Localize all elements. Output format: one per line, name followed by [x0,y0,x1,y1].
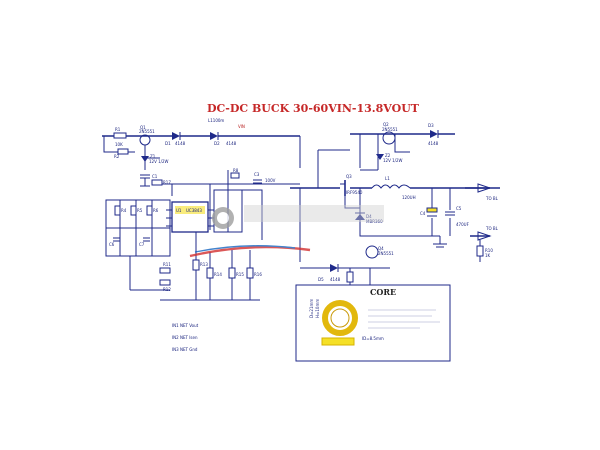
q1-label: Q1 [140,125,146,130]
d4-value: MBR360 [366,219,383,224]
input-section: R1 10K Q1 2N5551 D1 4148 D2 4148 L1100m … [102,118,301,230]
r6-label: R6 [153,208,159,213]
r12-label: R12 [163,287,171,292]
d4-label: D4 [366,214,372,219]
q1-value: 2N5551 [139,129,155,134]
l1-label: L1 [385,176,390,181]
note-2: IN2 NET Isen [172,335,198,340]
q2-label: Q2 [383,122,389,127]
z1-label: Z1 [150,154,156,159]
d1-label: D1 [165,141,171,146]
c7-label: C7 [139,242,145,247]
d1-value: 4148 [175,141,186,146]
output-2-label: TO BL [485,226,499,231]
r10-value: 1K [485,253,491,258]
r13-label: R13 [200,262,208,267]
diagram-title: DC-DC BUCK 30-60VIN-13.8VOUT [207,102,420,115]
d5-value: 4148 [330,277,341,282]
r8-label: R8 [233,168,239,173]
u1-label: U1 [176,208,182,213]
r11-label: R11 [163,262,171,267]
core-dim-h: H=10mm [315,299,320,318]
d3-label: D3 [428,123,434,128]
r14-label: R14 [214,272,222,277]
r17-label: R17 [163,180,171,185]
core-detail: CORE D=21mm H=10mm ID=8.5mm [295,284,451,362]
q3-label: Q3 [346,174,352,179]
r2-label: R2 [114,154,120,159]
elecfans-watermark [189,205,384,258]
core-title: CORE [370,287,396,297]
q2-value: 2N5551 [382,127,398,132]
note-1: IN1 NET Vout [172,323,199,328]
c4-label: C4 [420,211,426,216]
c1-label: C1 [152,174,158,179]
core-dim-d: D=21mm [309,299,314,318]
z2-label: Z2 [385,153,391,158]
core-dim-id: ID=8.5mm [362,336,384,341]
q3-value: IRF9540 [346,190,363,195]
r10-label: R10 [485,248,493,253]
r4-label: R4 [121,208,127,213]
d2-value: 4148 [226,141,237,146]
r5-label: R5 [137,208,143,213]
l1100-label: L1100m [208,118,224,123]
z1-value: 12V 1/2W [149,159,169,164]
output-1-label: TO BL [485,196,499,201]
c3-value: 100V [265,178,276,183]
controller-section: R4 R5 R6 C6 C7 U1 UC3843 R8 C3 100V R13 … [105,168,276,352]
d5-label: D5 [318,277,324,282]
q4-value: 2N5551 [378,251,394,256]
c3-label: C3 [254,172,260,177]
vin-label: VIN [238,124,245,129]
power-stage: Q2 2N5551 D3 4148 Z2 12V 1/2W Q3 IRF9540… [290,122,500,290]
c5-label: C5 [456,206,462,211]
u1-value: UC3843 [186,208,202,213]
c5-value: 470UF [456,222,470,227]
l1-value: 120UH [402,195,416,200]
c6-label: C6 [109,242,115,247]
note-3: IN3 NET Gnd [172,347,198,352]
d3-value: 4148 [428,141,439,146]
r16-label: R16 [254,272,262,277]
d2-label: D2 [214,141,220,146]
r1-label: R1 [115,127,121,132]
r1-value: 10K [115,142,123,147]
r15-label: R15 [236,272,244,277]
q4-label: Q4 [378,246,384,251]
z2-value: 12V 1/2W [383,158,403,163]
